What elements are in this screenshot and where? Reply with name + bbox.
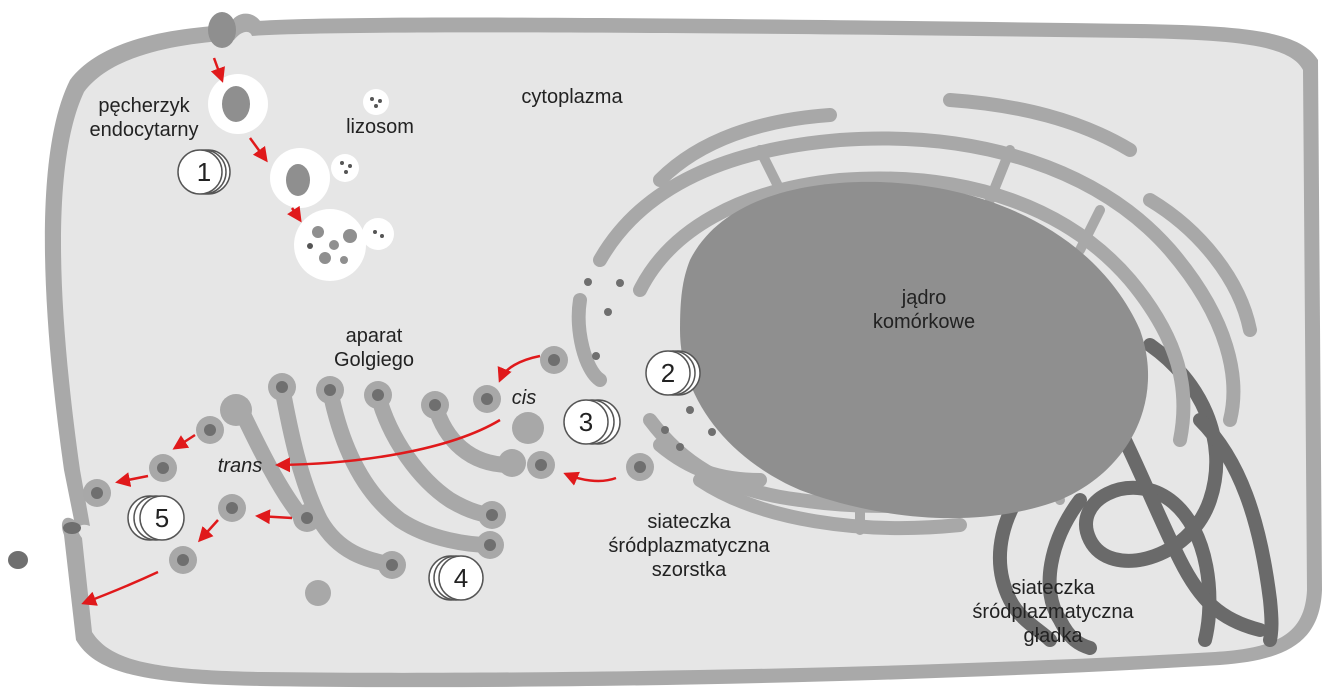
svg-text:endocytarny: endocytarny — [90, 119, 199, 141]
svg-text:komórkowe: komórkowe — [873, 311, 975, 333]
step-number: 1 — [197, 157, 211, 187]
svg-text:pęcherzyk: pęcherzyk — [98, 95, 190, 117]
step-badge-3: 3 — [564, 400, 620, 444]
svg-text:śródplazmatyczna: śródplazmatyczna — [608, 535, 770, 557]
svg-text:siateczka: siateczka — [647, 511, 731, 533]
label-trans: trans — [218, 455, 262, 477]
svg-text:śródplazmatyczna: śródplazmatyczna — [972, 601, 1134, 623]
svg-text:Golgiego: Golgiego — [334, 349, 414, 371]
svg-text:aparat: aparat — [346, 325, 403, 347]
step-number: 4 — [454, 563, 468, 593]
svg-text:szorstka: szorstka — [652, 559, 727, 581]
svg-text:gładka: gładka — [1024, 625, 1084, 647]
step-number: 3 — [579, 407, 593, 437]
step-badge-4: 4 — [429, 556, 483, 600]
step-number: 2 — [661, 358, 675, 388]
step-number: 5 — [155, 503, 169, 533]
exocytosed-particle — [8, 551, 28, 569]
membrane-particle — [63, 522, 81, 534]
svg-text:siateczka: siateczka — [1011, 577, 1095, 599]
label-cis: cis — [512, 387, 536, 409]
label-cytoplasm: cytoplazma — [521, 86, 623, 108]
step-badge-5: 5 — [128, 496, 184, 540]
step-badge-1: 1 — [178, 150, 230, 194]
svg-text:jądro: jądro — [901, 287, 946, 309]
step-badge-2: 2 — [646, 351, 700, 395]
label-lysosome: lizosom — [346, 116, 414, 138]
